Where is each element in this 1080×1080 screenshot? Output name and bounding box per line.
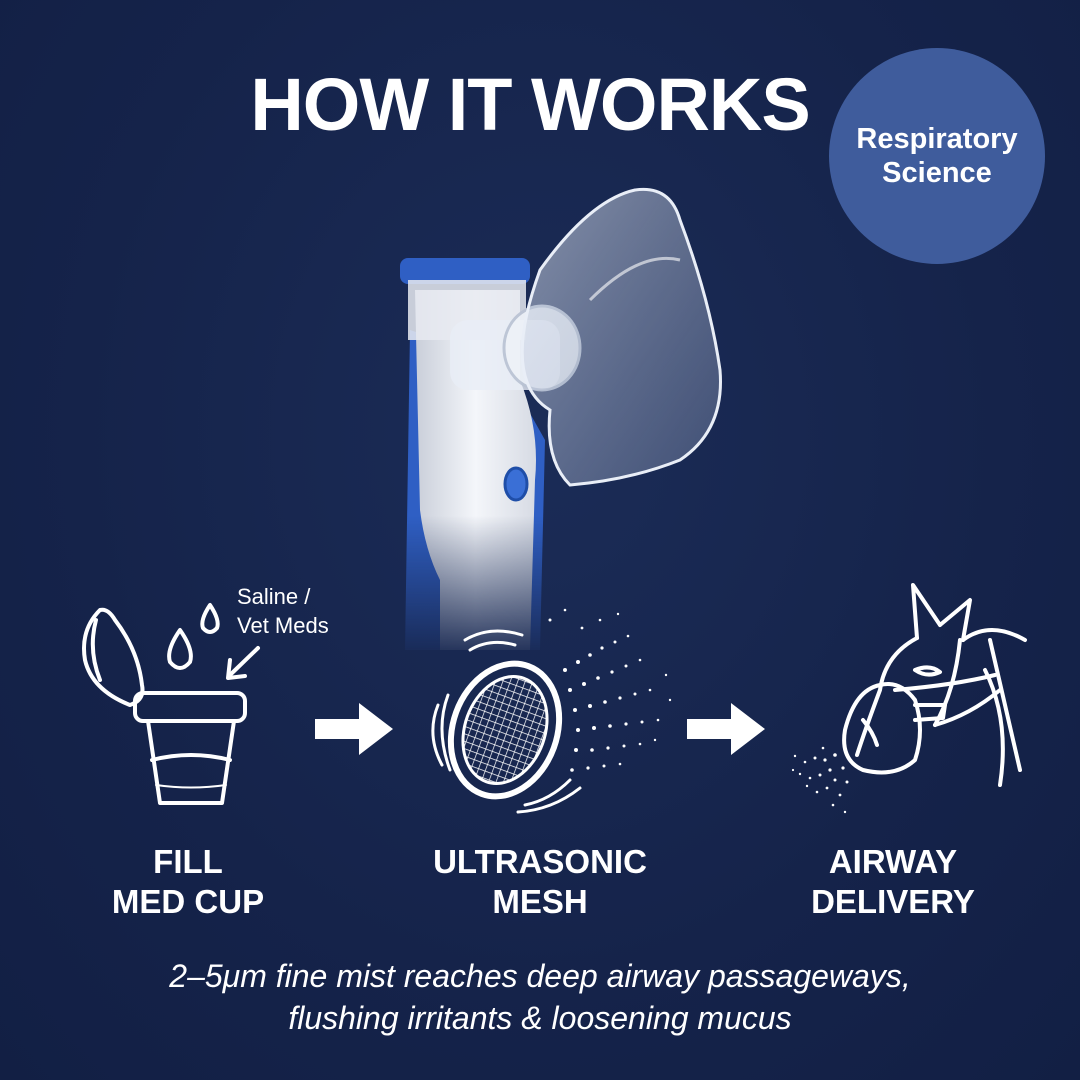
ultrasonic-mesh-icon — [431, 608, 672, 814]
annotation-line-2: Vet Meds — [237, 613, 329, 638]
step-airway-delivery-label: AIRWAY DELIVERY — [743, 842, 1043, 922]
annotation-line-1: Saline / — [237, 584, 311, 609]
footer-description: 2–5μm fine mist reaches deep airway pass… — [0, 955, 1080, 1039]
step-2-line-1: ULTRASONIC — [433, 843, 647, 880]
step-ultrasonic-mesh-label: ULTRASONIC MESH — [390, 842, 690, 922]
step-1-line-1: FILL — [153, 843, 223, 880]
nebulizer-device-image — [400, 187, 722, 650]
saline-vet-meds-annotation: Saline / Vet Meds — [237, 582, 329, 640]
footer-line-1: 2–5μm fine mist reaches deep airway pass… — [169, 958, 911, 994]
step-3-line-1: AIRWAY — [828, 843, 958, 880]
badge-line-1: Respiratory — [856, 123, 1018, 155]
arrow-right-icon — [315, 703, 393, 755]
step-2-line-2: MESH — [492, 883, 588, 920]
footer-line-2: flushing irritants & loosening mucus — [288, 1000, 792, 1036]
horse-mask-icon — [791, 583, 1027, 814]
respiratory-science-badge: Respiratory Science — [829, 48, 1045, 264]
page-title: HOW IT WORKS — [250, 63, 810, 146]
badge-line-2: Science — [882, 157, 992, 189]
step-fill-med-cup-label: FILL MED CUP — [38, 842, 338, 922]
step-1-line-2: MED CUP — [111, 883, 265, 920]
step-3-line-2: DELIVERY — [811, 883, 975, 920]
arrow-right-icon — [687, 703, 765, 755]
med-cup-icon — [82, 603, 260, 805]
